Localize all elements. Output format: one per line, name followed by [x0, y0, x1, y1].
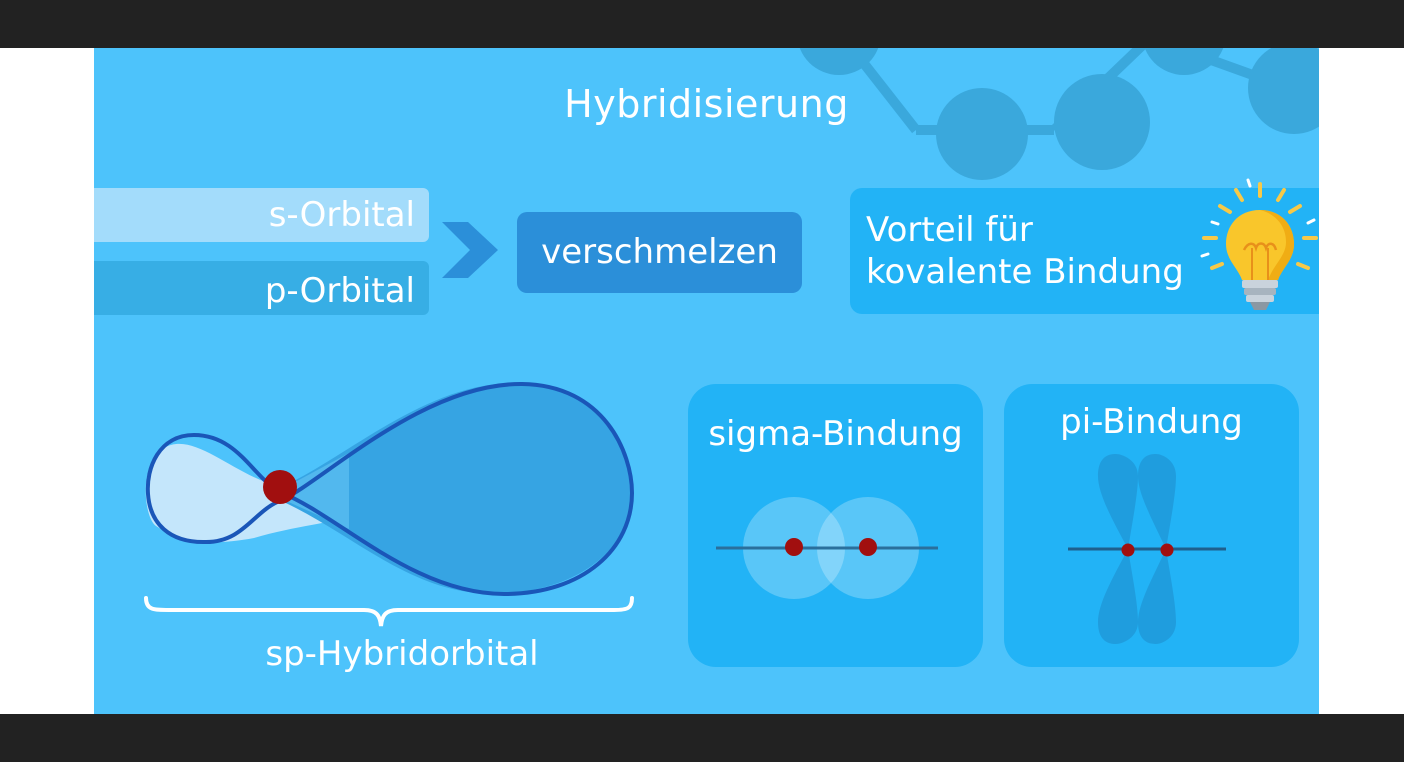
sp-hybrid-label: sp-Hybridorbital: [265, 634, 539, 674]
sp-hybrid-orbital-drawing: [145, 381, 635, 597]
orbital-lobe: [1138, 549, 1176, 644]
sigma-bond-card: sigma-Bindung: [688, 384, 983, 667]
letterbox-top: [0, 0, 1404, 48]
pillarbox-left: [0, 48, 94, 714]
molecule-atom: [936, 88, 1028, 180]
molecule-decoration: [144, 48, 1319, 627]
nucleus: [1121, 543, 1135, 557]
nucleus: [263, 470, 297, 504]
sigma-bond-title: sigma-Bindung: [708, 414, 963, 454]
pi-bond-diagram: [1068, 454, 1226, 644]
pi-bond-title: pi-Bindung: [1060, 402, 1243, 442]
lightbulb-icon: [1200, 178, 1318, 310]
nucleus: [1160, 543, 1174, 557]
chevron-right-icon: [442, 222, 498, 278]
molecule-atom: [1144, 48, 1224, 75]
page-title: Hybridisierung: [564, 82, 849, 126]
orbital-lobe: [1098, 454, 1138, 549]
orbital-lobe: [1098, 549, 1138, 644]
molecule-atom: [1054, 74, 1150, 170]
advantage-line-2: kovalente Bindung: [866, 252, 1184, 292]
advantage-line-1: Vorteil für: [866, 210, 1033, 250]
pillarbox-right: [1319, 48, 1404, 714]
s-orbital-label: s-Orbital: [94, 188, 429, 242]
p-orbital-label: p-Orbital: [94, 261, 429, 315]
nucleus: [859, 538, 877, 556]
pi-bond-card: pi-Bindung: [1004, 384, 1299, 667]
molecule-atom: [799, 48, 879, 75]
merge-box: verschmelzen: [517, 212, 802, 293]
orbital-lobe: [1138, 454, 1176, 549]
brace-icon: [144, 596, 634, 627]
video-frame: Hybridisierung s-Orbital p-Orbital versc…: [94, 48, 1319, 714]
sigma-bond-diagram: [716, 497, 938, 599]
letterbox-bottom: [0, 714, 1404, 762]
nucleus: [785, 538, 803, 556]
molecule-atom: [1248, 48, 1319, 134]
